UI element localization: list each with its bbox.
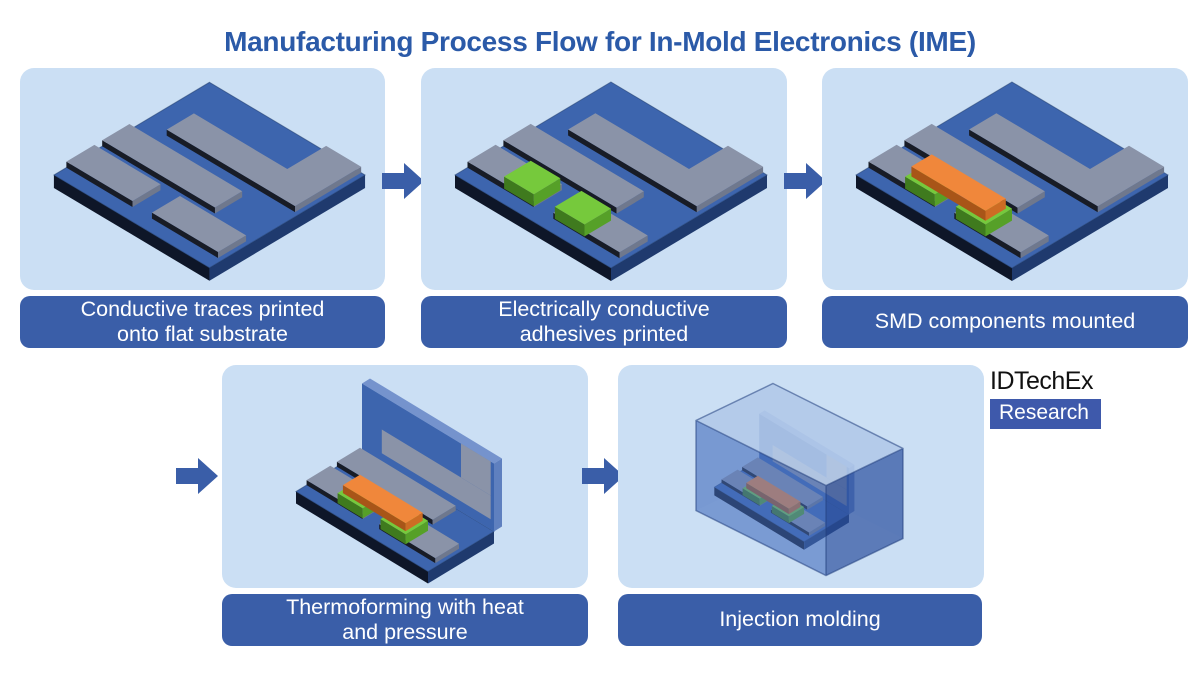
flow-arrow-icon xyxy=(176,458,218,494)
flow-arrow-icon xyxy=(382,163,424,199)
smd-mounting-illustration xyxy=(855,81,1169,282)
caption-conductive-traces: Conductive traces printed onto flat subs… xyxy=(20,296,385,348)
thermoformed-part xyxy=(295,378,503,584)
caption-injection-molding: Injection molding xyxy=(618,594,982,646)
panel-thermoforming xyxy=(222,365,588,588)
panel-conductive-traces xyxy=(20,68,385,290)
caption-thermoforming: Thermoforming with heat and pressure xyxy=(222,594,588,646)
panel-smd-mounted xyxy=(822,68,1188,290)
flow-arrow-icon xyxy=(784,163,826,199)
thermoforming-illustration xyxy=(295,378,503,584)
panel-injection-molding xyxy=(618,365,984,588)
printed-traces xyxy=(66,113,362,258)
page-title: Manufacturing Process Flow for In-Mold E… xyxy=(224,26,976,57)
logo-brand-text: IDTechEx xyxy=(990,367,1093,395)
caption-smd-mounted: SMD components mounted xyxy=(822,296,1188,348)
injection-molding-illustration xyxy=(695,382,904,577)
mold-block xyxy=(695,382,904,577)
flat-substrate-illustration xyxy=(53,81,366,282)
panel-conductive-adhesives xyxy=(421,68,787,290)
logo-division-badge: Research xyxy=(990,399,1101,429)
idtechex-logo: IDTechEx Research xyxy=(990,367,1101,429)
caption-conductive-adhesives: Electrically conductive adhesives printe… xyxy=(421,296,787,348)
adhesive-printing-illustration xyxy=(454,81,768,282)
